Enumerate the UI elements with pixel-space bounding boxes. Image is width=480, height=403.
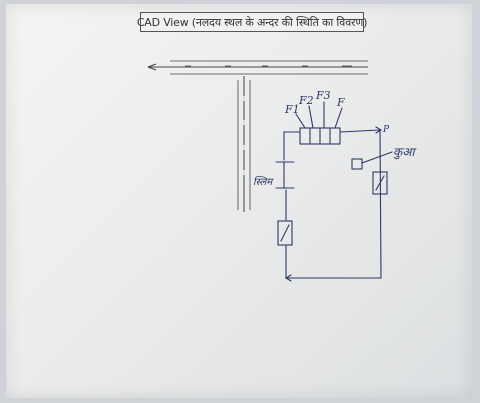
flow-label-4: F (336, 96, 345, 109)
right-meter-box (372, 171, 388, 195)
left-meter-box (277, 220, 293, 246)
vertical-band (237, 76, 251, 212)
flow-label-1: F1 (284, 103, 300, 116)
title-box: CAD View (नलदय स्थल के अन्दर की स्थिति क… (136, 12, 368, 32)
flow-label-3: F3 (315, 89, 331, 102)
top-right-label: P (382, 125, 390, 135)
page-title: CAD View (नलदय स्थल के अन्दर की स्थिति क… (136, 15, 368, 29)
left-mid-label: स्लिम (253, 176, 274, 188)
road-band (147, 60, 368, 75)
paper-page (6, 4, 472, 398)
flow-label-2: F2 (298, 94, 314, 107)
ink-sketch (275, 101, 393, 282)
well-label: कुआ (393, 145, 417, 160)
well-box (351, 158, 363, 170)
